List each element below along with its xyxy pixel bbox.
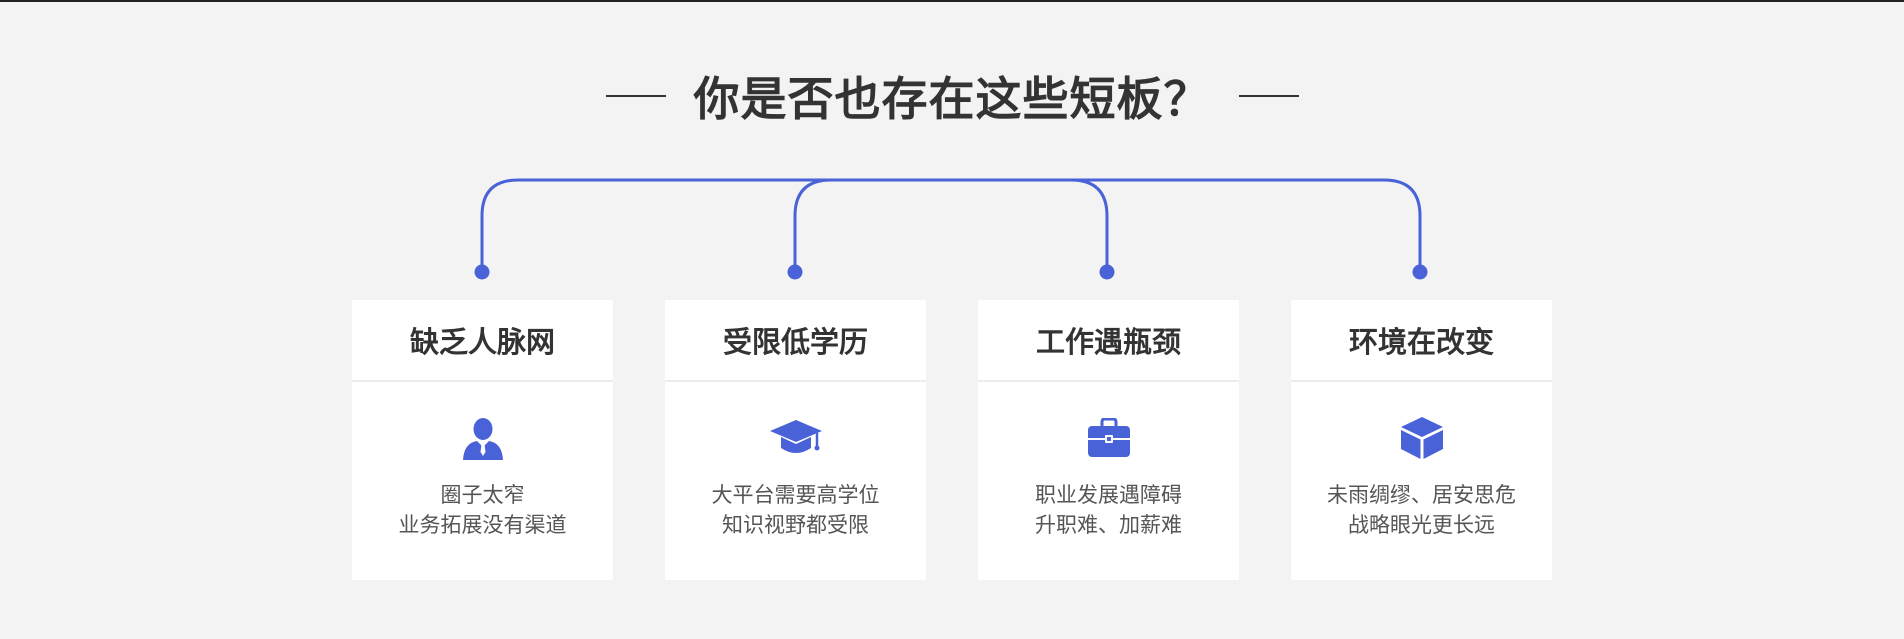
- card-description: 职业发展遇障碍 升职难、加薪难: [978, 480, 1239, 540]
- card-desc-line: 战略眼光更长远: [1348, 513, 1495, 537]
- card-desc-line: 职业发展遇障碍: [1035, 483, 1182, 507]
- connector-dot: [787, 264, 803, 280]
- card-title: 缺乏人脉网: [352, 300, 613, 382]
- card-description: 大平台需要高学位 知识视野都受限: [665, 480, 926, 540]
- page-title: 你是否也存在这些短板？: [693, 72, 1211, 126]
- top-border: [0, 0, 1904, 2]
- heading-dash-left: [605, 95, 666, 97]
- person-icon: [352, 416, 613, 460]
- card-career: 工作遇瓶颈 职业发展遇障碍 升职难、加薪难: [978, 300, 1239, 580]
- connector-dot: [474, 264, 490, 280]
- card-title: 受限低学历: [665, 300, 926, 382]
- card-description: 圈子太窄 业务拓展没有渠道: [352, 480, 613, 540]
- connector-line-inner: [793, 178, 1109, 272]
- card-desc-line: 知识视野都受限: [722, 513, 869, 537]
- card-title: 环境在改变: [1291, 300, 1552, 382]
- cube-icon: [1291, 416, 1552, 460]
- card-title: 工作遇瓶颈: [978, 300, 1239, 382]
- card-description: 未雨绸缪、居安思危 战略眼光更长远: [1291, 480, 1552, 540]
- connector-dot: [1099, 264, 1115, 280]
- section-heading: 你是否也存在这些短板？: [0, 58, 1904, 134]
- card-desc-line: 大平台需要高学位: [711, 483, 880, 507]
- card-environment: 环境在改变 未雨绸缪、居安思危 战略眼光更长远: [1291, 300, 1552, 580]
- card-desc-line: 升职难、加薪难: [1035, 513, 1182, 537]
- heading-dash-right: [1238, 95, 1299, 97]
- card-desc-line: 业务拓展没有渠道: [398, 513, 567, 537]
- card-network: 缺乏人脉网 圈子太窄 业务拓展没有渠道: [352, 300, 613, 580]
- briefcase-icon: [978, 416, 1239, 460]
- connector-diagram: [474, 178, 1428, 280]
- connector-dot: [1412, 264, 1428, 280]
- card-desc-line: 未雨绸缪、居安思危: [1327, 483, 1516, 507]
- card-education: 受限低学历 大平台需要高学位 知识视野都受限: [665, 300, 926, 580]
- connector-line-outer: [480, 178, 1422, 272]
- graduation-cap-icon: [665, 416, 926, 460]
- card-desc-line: 圈子太窄: [440, 483, 525, 507]
